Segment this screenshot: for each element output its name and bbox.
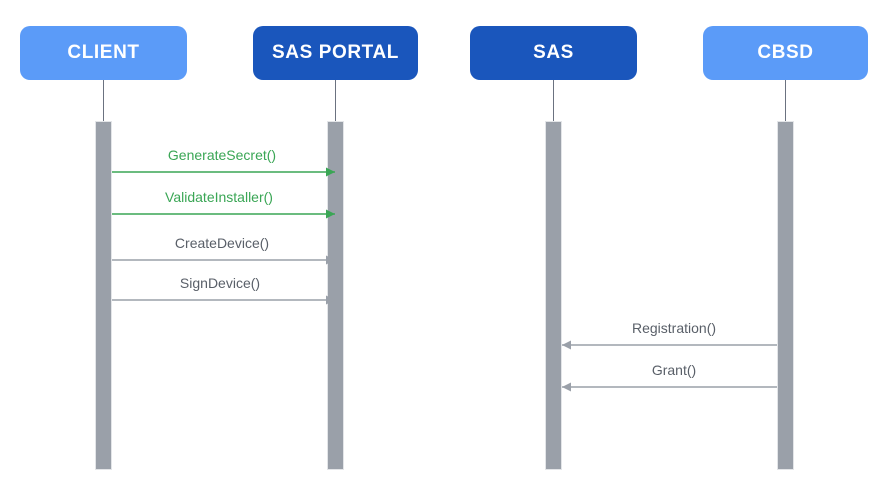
lifeline-stem-cbsd: [785, 80, 786, 121]
message-arrow-sign-device[interactable]: [112, 294, 335, 306]
arrowhead-generate-secret: [326, 167, 335, 177]
actor-label-sas: SAS: [533, 42, 574, 63]
arrowhead-grant: [562, 382, 571, 392]
actor-box-sas[interactable]: SAS: [470, 26, 637, 80]
message-arrow-grant[interactable]: [562, 381, 777, 393]
lifeline-stem-sas: [553, 80, 554, 121]
message-arrow-create-device[interactable]: [112, 254, 335, 266]
arrowhead-sign-device: [326, 295, 335, 305]
message-arrow-registration[interactable]: [562, 339, 777, 351]
lifeline-stem-client: [103, 80, 104, 121]
message-label-registration: Registration(): [631, 320, 717, 336]
activation-bar-sas: [545, 121, 562, 470]
activation-bar-client: [95, 121, 112, 470]
arrowhead-create-device: [326, 255, 335, 265]
message-label-grant: Grant(): [651, 362, 697, 378]
message-label-create-device: CreateDevice(): [174, 235, 270, 251]
arrowhead-validate-installer: [326, 209, 335, 219]
actor-box-cbsd[interactable]: CBSD: [703, 26, 868, 80]
actor-label-client: CLIENT: [67, 42, 140, 63]
message-label-generate-secret: GenerateSecret(): [167, 147, 277, 163]
message-label-validate-installer: ValidateInstaller(): [165, 189, 273, 205]
lifeline-stem-sas-portal: [335, 80, 336, 121]
actor-box-client[interactable]: CLIENT: [20, 26, 187, 80]
message-arrow-generate-secret[interactable]: [112, 166, 335, 178]
arrowhead-registration: [562, 340, 571, 350]
actor-label-sas-portal: SAS PORTAL: [271, 42, 400, 63]
actor-box-sas-portal[interactable]: SAS PORTAL: [253, 26, 418, 80]
activation-bar-cbsd: [777, 121, 794, 470]
actor-label-cbsd: CBSD: [757, 42, 814, 63]
message-label-sign-device: SignDevice(): [179, 275, 261, 291]
message-arrow-validate-installer[interactable]: [112, 208, 335, 220]
activation-bar-sas-portal: [327, 121, 344, 470]
